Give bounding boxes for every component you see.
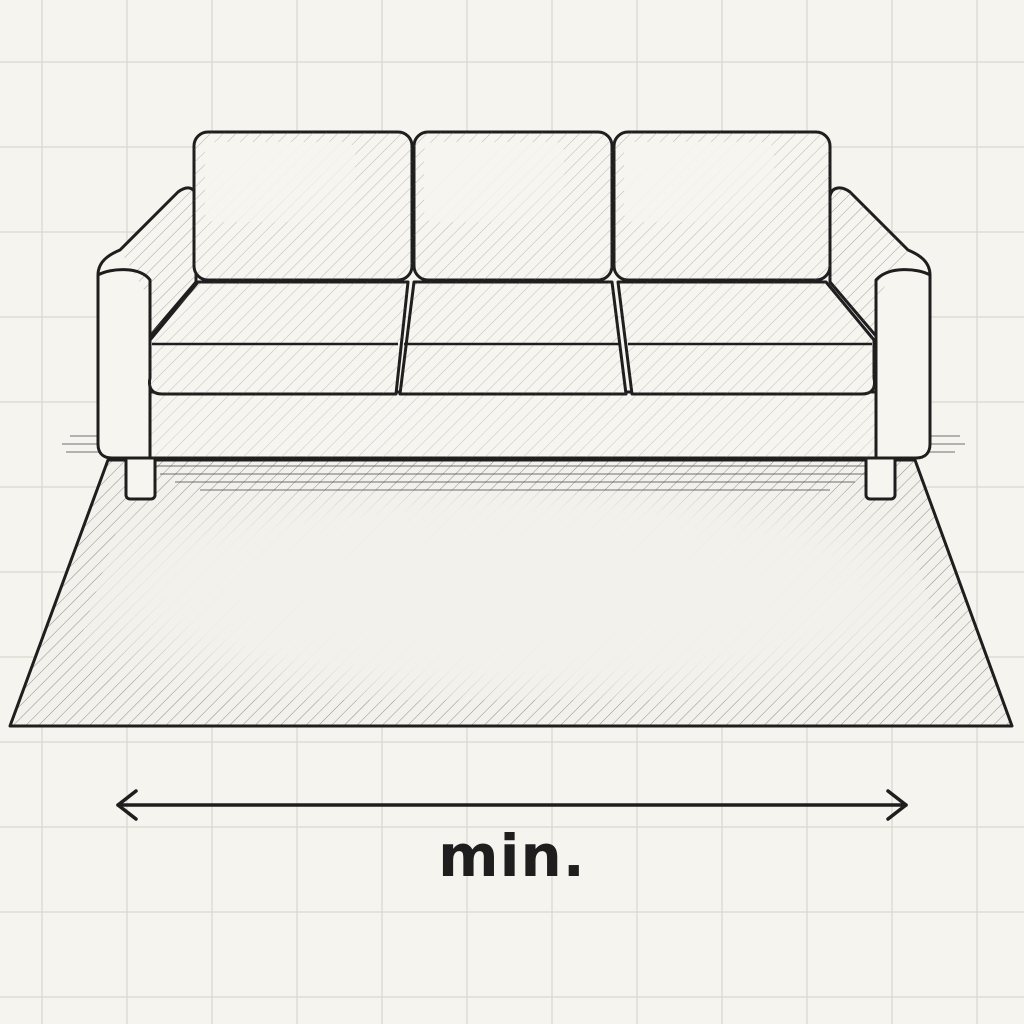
sofa-leg-right bbox=[864, 453, 897, 501]
sofa-legs bbox=[124, 453, 897, 501]
sofa-leg-left bbox=[124, 453, 157, 501]
rug bbox=[8, 458, 1014, 728]
sofa bbox=[96, 130, 932, 460]
dimension-label: min. bbox=[438, 822, 586, 890]
double-headed-arrow-icon bbox=[116, 789, 908, 821]
